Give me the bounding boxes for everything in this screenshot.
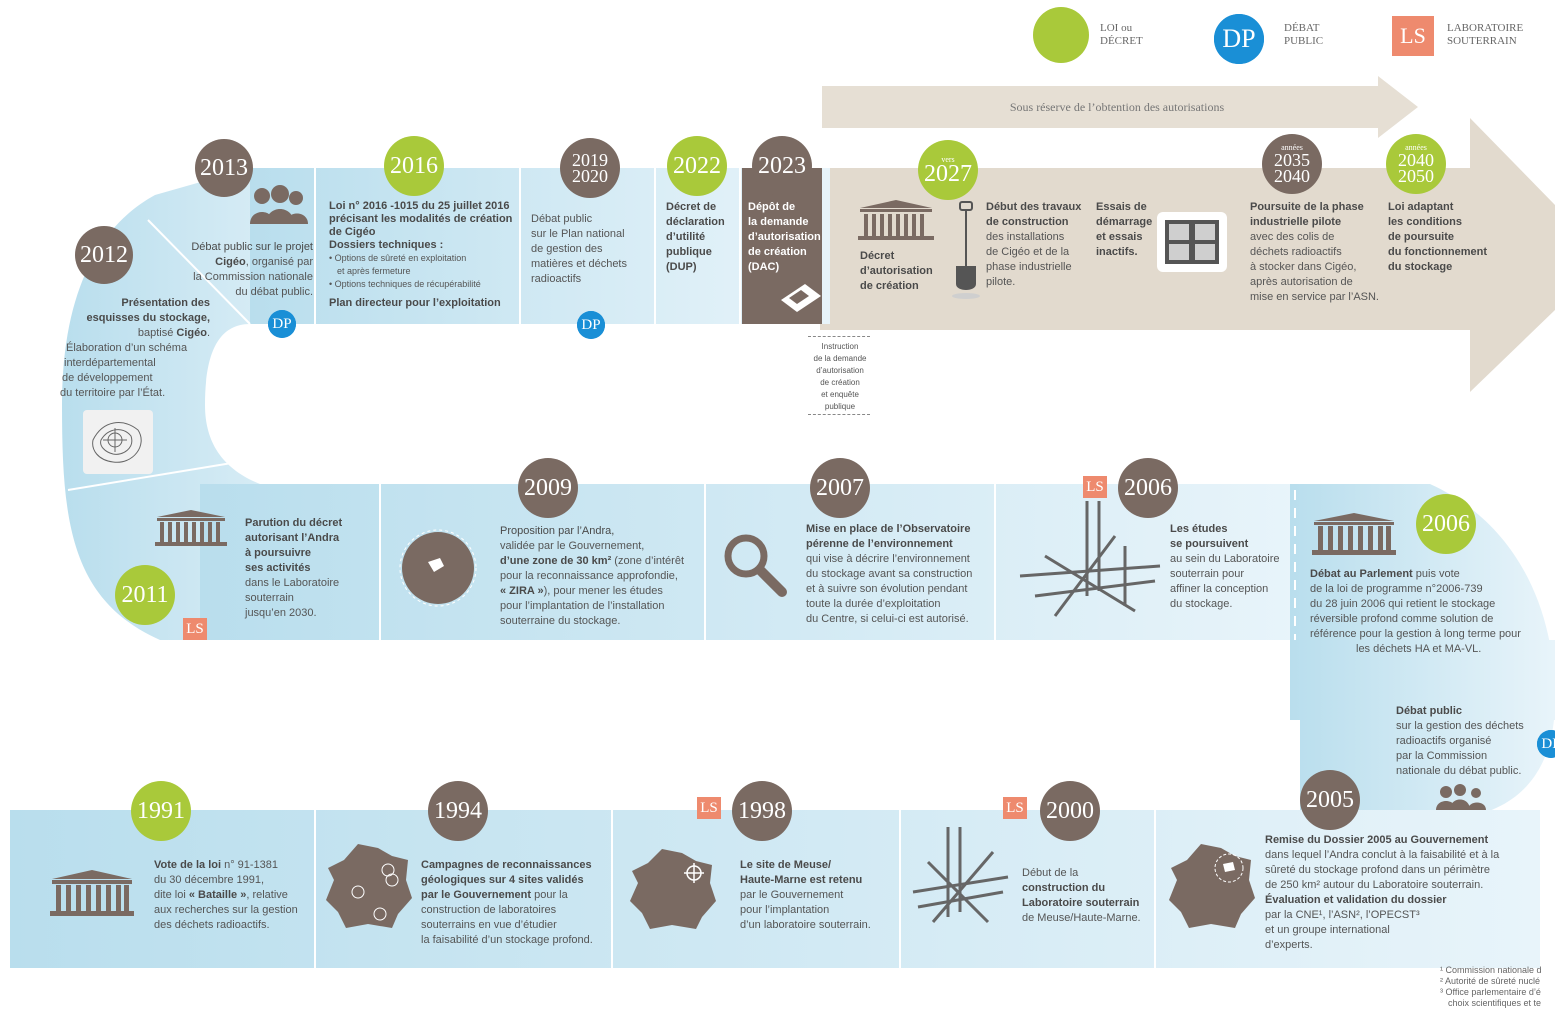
debate-badge-2005: DP <box>1537 730 1555 758</box>
year-2006a-marker: 2006 <box>1118 458 1178 518</box>
shovel-icon <box>950 200 982 300</box>
magnifier-icon <box>720 530 790 600</box>
debate-badge-2013: DP <box>268 310 296 338</box>
debate-badge-2019: DP <box>577 311 605 339</box>
event-2005-text: Remise du Dossier 2005 au Gouvernement d… <box>1265 834 1500 951</box>
year-2022-marker: 2022 <box>667 136 727 196</box>
year-2035-2040-marker: années 2035 2040 <box>1262 134 1322 194</box>
panel-2023-bg <box>742 168 822 324</box>
event-2006a-text: Les études se poursuivent au sein du Lab… <box>1170 523 1280 610</box>
parliament-icon-2006 <box>1312 513 1396 555</box>
event-1991-text: Vote de la loi n° 91-1381 du 30 décembre… <box>154 859 298 931</box>
event-2022-text: Décret de déclaration d’utilité publique… <box>666 201 725 273</box>
event-2007-text: Mise en place de l’Observatoire pérenne … <box>806 523 973 625</box>
event-1998-text: Le site de Meuse/ Haute-Marne est retenu… <box>740 859 871 931</box>
event-2027-works: Début des travaux de construction des in… <box>986 201 1082 288</box>
event-2035-text: Poursuite de la phase industrielle pilot… <box>1250 201 1379 303</box>
year-1994-marker: 1994 <box>428 781 488 841</box>
event-2006b-text: Débat au Parlement puis vote de la loi d… <box>1310 568 1521 655</box>
instruction-dash-bottom <box>808 414 870 415</box>
parliament-icon-2011 <box>155 510 227 546</box>
event-2011-text: Parution du décret autorisant l’Andra à … <box>245 517 343 619</box>
event-2009-text: Proposition par l’Andra, validée par le … <box>500 525 685 627</box>
road-top-band <box>250 168 830 324</box>
event-2012-text: Présentation des esquisses du stockage, … <box>86 297 211 339</box>
france-map-icon-1994 <box>322 840 418 932</box>
lab-badge-1998: LS <box>697 797 721 819</box>
instruction-text: Instruction de la demande d’autorisation… <box>813 342 867 411</box>
lab-shafts-icon <box>908 822 1018 932</box>
event-2016-text: Loi n° 2016 -1015 du 25 juillet 2016 pré… <box>329 200 513 309</box>
year-2000-marker: 2000 <box>1040 781 1100 841</box>
year-2006b-marker: 2006 <box>1416 494 1476 554</box>
year-2040-2050-marker: années 2040 2050 <box>1386 134 1446 194</box>
reserve-arrow-shape <box>822 76 1418 138</box>
year-2016-marker: 2016 <box>384 136 444 196</box>
event-debat-2005-text: Débat public sur la gestion des déchets … <box>1396 705 1524 777</box>
legend-lab-badge: LS <box>1392 16 1434 56</box>
road-middle-band <box>200 484 1300 640</box>
event-2027-decree: Décret d’autorisation de création <box>860 250 933 292</box>
parliament-icon-2027 <box>858 200 934 240</box>
event-2012-text-2: Élaboration d’un schéma interdépartement… <box>60 342 188 399</box>
zone-map-icon <box>398 528 478 608</box>
year-1998-marker: 1998 <box>732 781 792 841</box>
event-2040-text: Loi adaptant les conditions de poursuite… <box>1388 201 1487 273</box>
parliament-icon-1991 <box>50 870 134 916</box>
reserve-arrow-label: Sous réserve de l’obtention des autorisa… <box>1009 100 1225 114</box>
people-icon <box>248 184 308 224</box>
year-2011-marker: 2011 <box>115 565 175 625</box>
year-2007-marker: 2007 <box>810 458 870 518</box>
lab-badge-2011: LS <box>183 618 207 640</box>
year-2009-marker: 2009 <box>518 458 578 518</box>
instruction-dash-top <box>808 336 870 337</box>
people-icon-2005 <box>1432 784 1488 810</box>
event-1994-text: Campagnes de reconnaissances géologiques… <box>421 859 593 946</box>
legend-law-circle <box>1033 7 1089 63</box>
year-2012-marker: 2012 <box>75 226 133 284</box>
event-2000-text: Début de la construction du Laboratoire … <box>1022 867 1141 924</box>
event-2023-text: Dépôt de la demande d’autorisation de cr… <box>748 201 821 273</box>
year-2013-marker: 2013 <box>195 139 253 197</box>
lab-badge-2000: LS <box>1003 797 1027 819</box>
gallery-network-icon <box>1015 496 1165 626</box>
event-2027-tests: Essais de démarrage et essais inactifs. <box>1096 201 1153 258</box>
france-map-icon-2005 <box>1165 840 1261 932</box>
year-2005-marker: 2005 <box>1300 770 1360 830</box>
event-2019-text: Débat public sur le Plan national de ges… <box>531 213 627 285</box>
document-icon <box>775 278 825 314</box>
year-1991-marker: 1991 <box>131 781 191 841</box>
storage-cell-icon <box>1157 212 1227 272</box>
legend-debate-badge: DP <box>1214 14 1264 64</box>
year-2023-marker: 2023 <box>752 136 812 196</box>
france-map-icon-1998 <box>628 845 720 933</box>
map-target-icon <box>83 410 153 474</box>
footnotes: ¹ Commission nationale d ² Autorité de s… <box>1440 965 1542 1008</box>
event-2013-text: Débat public sur le projet Cigéo, organi… <box>191 241 313 298</box>
lab-badge-2006: LS <box>1083 476 1107 498</box>
